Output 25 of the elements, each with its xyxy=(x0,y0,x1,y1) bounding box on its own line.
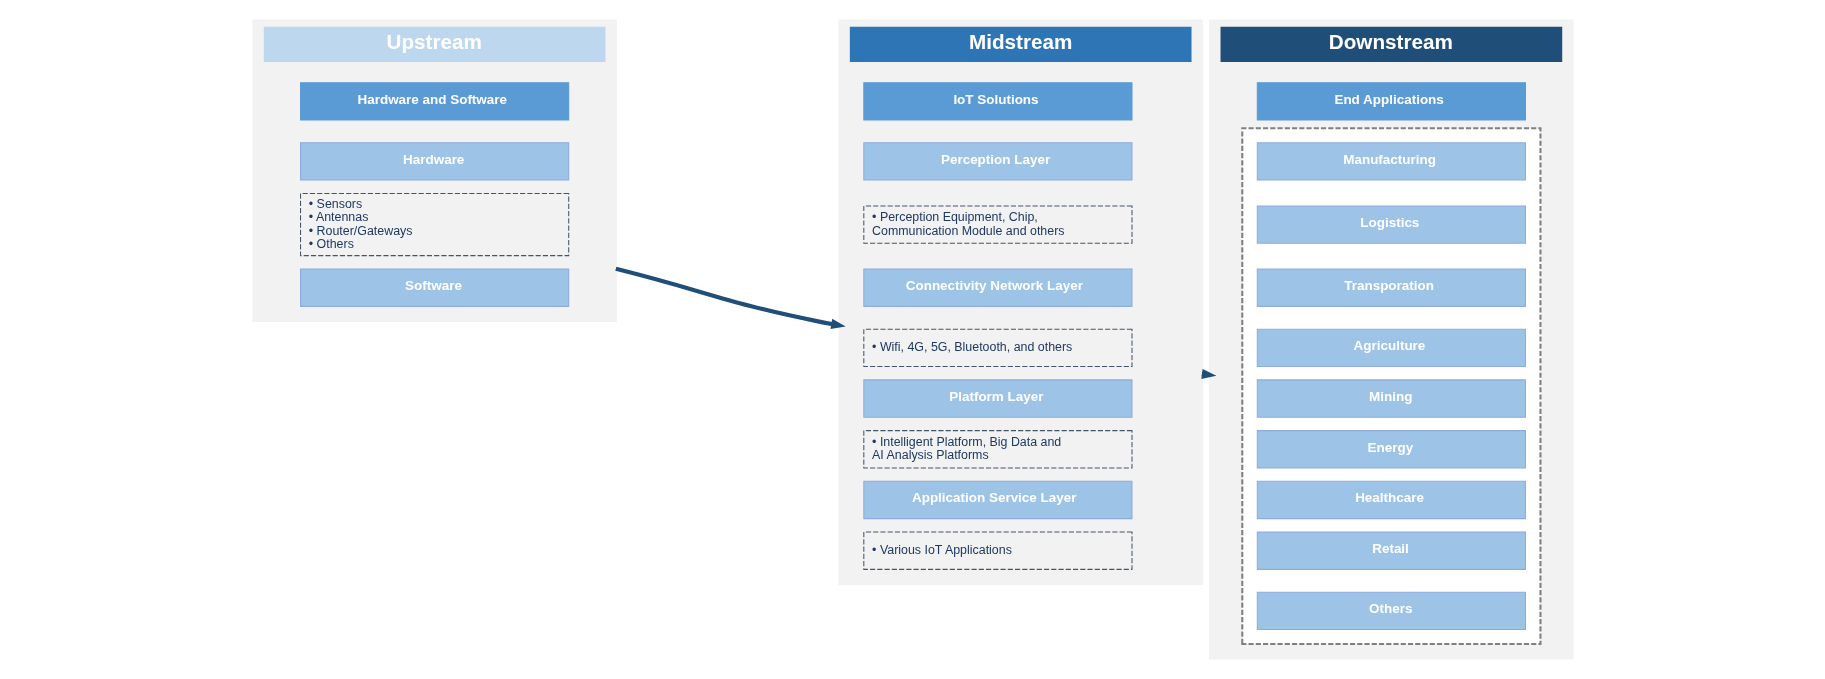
node-box: Others xyxy=(1256,591,1526,630)
node-box: Mining xyxy=(1256,379,1526,418)
node-box: • Perception Equipment, Chip, Communication Module and others xyxy=(862,205,1132,244)
node-box: Agriculture xyxy=(1256,328,1526,367)
node-box: Hardware xyxy=(299,142,569,181)
node-box: • Sensors • Antennas • Router/Gateways • Others xyxy=(299,193,569,257)
node-box: Application Service Layer xyxy=(862,480,1132,520)
arrow xyxy=(614,266,846,329)
node-box: Software xyxy=(299,268,569,307)
node-box: • Wifi, 4G, 5G, Bluetooth, and others xyxy=(862,328,1132,367)
node-box: End Applications xyxy=(1256,82,1526,121)
node-box: Transporation xyxy=(1256,268,1526,307)
node-box: Hardware and Software xyxy=(299,82,569,121)
node-box: Platform Layer xyxy=(862,379,1132,418)
node-box: • Intelligent Platform, Big Data and AI Analysis Platforms xyxy=(862,430,1132,469)
node-box: Retail xyxy=(1256,531,1526,570)
node-box: Connectivity Network Layer xyxy=(862,268,1132,307)
node-box: Manufacturing xyxy=(1256,142,1526,181)
cluster xyxy=(1240,127,1541,645)
node-box: Logistics xyxy=(1256,205,1526,244)
node-box: IoT Solutions xyxy=(862,82,1132,121)
node-box: Healthcare xyxy=(1256,480,1526,520)
node-box: • Various IoT Applications xyxy=(862,531,1132,570)
node-box: Perception Layer xyxy=(862,142,1132,181)
node-box: Energy xyxy=(1256,430,1526,469)
